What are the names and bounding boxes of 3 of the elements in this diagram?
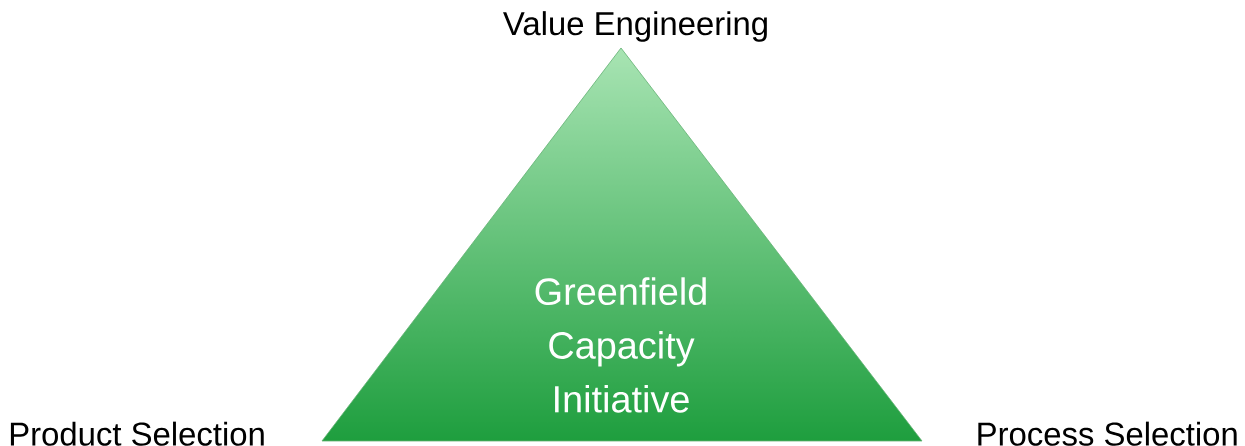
triangle: Greenfield Capacity Initiative: [321, 47, 923, 442]
corner-label: Process Selection: [978, 421, 1237, 446]
corner-label: Product Selection: [10, 421, 264, 446]
